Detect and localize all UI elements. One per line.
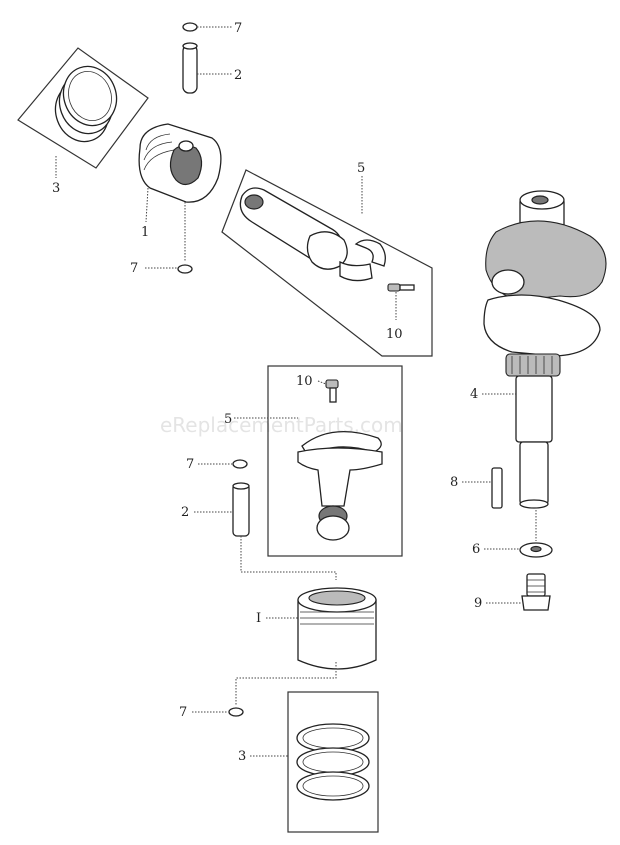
connecting-rod-assembly-top bbox=[221, 169, 433, 357]
callout-5-top: 5 bbox=[357, 161, 365, 176]
piston-top bbox=[138, 123, 222, 203]
callout-1-top: 1 bbox=[141, 225, 149, 240]
watermark-text: eReplacementParts.com bbox=[160, 413, 403, 437]
connecting-rod-assembly-mid bbox=[267, 365, 403, 557]
leader-lines bbox=[55, 26, 522, 757]
pin-clip-top bbox=[182, 22, 198, 32]
callout-9: 9 bbox=[474, 596, 482, 611]
callout-7-mid: 7 bbox=[186, 457, 194, 472]
callout-1-bottom: I bbox=[256, 611, 261, 626]
piston-ring-set-top bbox=[17, 47, 149, 169]
callout-3-bottom: 3 bbox=[238, 749, 246, 764]
callout-5-mid: 5 bbox=[224, 412, 232, 427]
callout-7-bottom: 7 bbox=[179, 705, 187, 720]
callout-3-top: 3 bbox=[52, 181, 60, 196]
washer bbox=[519, 510, 553, 558]
piston-ring-set-bottom bbox=[287, 691, 379, 833]
callout-2-mid: 2 bbox=[181, 505, 189, 520]
crankshaft-bolt bbox=[521, 573, 551, 611]
callout-4: 4 bbox=[470, 387, 478, 402]
callout-6: 6 bbox=[472, 542, 480, 557]
pin-clip-mid bbox=[232, 459, 248, 469]
callout-8: 8 bbox=[450, 475, 458, 490]
crankshaft bbox=[483, 190, 607, 509]
crankshaft-key bbox=[491, 467, 503, 509]
callout-10-top: 10 bbox=[386, 327, 403, 342]
piston-pin-top bbox=[182, 42, 198, 94]
callout-10-mid: 10 bbox=[296, 374, 313, 389]
piston-bottom bbox=[235, 587, 377, 706]
pin-clip-bottom bbox=[228, 707, 244, 717]
pin-clip-left bbox=[177, 202, 193, 274]
callout-7-left: 7 bbox=[130, 261, 138, 276]
piston-pin-mid bbox=[232, 482, 337, 580]
callout-7-top: 7 bbox=[234, 21, 242, 36]
callout-2-top: 2 bbox=[234, 68, 242, 83]
